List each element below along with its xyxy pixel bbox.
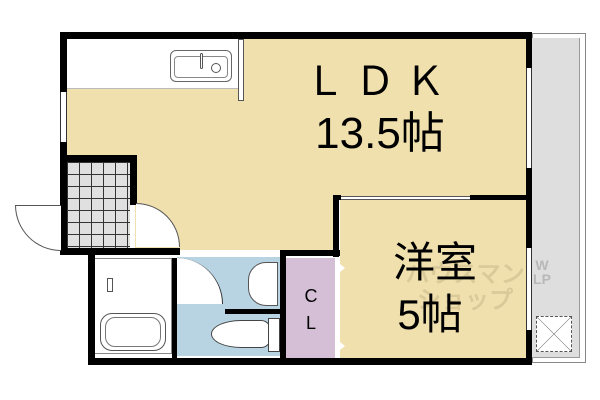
toilet-tank bbox=[268, 318, 280, 352]
wall-entry-top bbox=[60, 155, 137, 162]
wall-bath-left bbox=[88, 250, 95, 365]
wall-bath-right bbox=[172, 258, 177, 358]
aircon-outdoor-unit bbox=[536, 316, 572, 352]
faucet-icon bbox=[200, 53, 203, 69]
watermark-side-text: WLP bbox=[533, 257, 551, 287]
closet-door-lower[interactable] bbox=[335, 338, 345, 354]
wall-right-3 bbox=[526, 330, 532, 365]
entry-tile-floor bbox=[67, 162, 130, 248]
wall-right-1 bbox=[526, 32, 532, 68]
toilet-bowl bbox=[211, 320, 271, 348]
ldk-room-name: ＬＤＫ bbox=[305, 60, 455, 104]
wall-room-top bbox=[333, 195, 341, 200]
wall-right-2 bbox=[526, 168, 532, 248]
closet bbox=[286, 258, 335, 358]
wall-wash-toilet-divider bbox=[225, 309, 280, 314]
closet-label-line2: L bbox=[305, 313, 316, 333]
shower-faucet-icon bbox=[107, 278, 113, 292]
wall-closet-left bbox=[280, 252, 286, 360]
kitchen-partition bbox=[238, 39, 244, 101]
window-ldk-west[interactable] bbox=[60, 92, 67, 142]
drain-icon bbox=[211, 63, 221, 73]
western-room-size: 5帖 bbox=[397, 291, 463, 338]
window-room-east[interactable] bbox=[526, 248, 532, 330]
balcony-floor bbox=[532, 38, 580, 358]
western-room-name: 洋室 bbox=[392, 239, 477, 286]
sliding-door-room[interactable] bbox=[341, 196, 470, 200]
kitchen-sink bbox=[170, 50, 232, 82]
wall-closet-top bbox=[280, 250, 340, 256]
wall-entry-bottom bbox=[60, 248, 180, 255]
wash-basin bbox=[248, 262, 278, 306]
bathtub bbox=[100, 313, 166, 351]
wall-room-left bbox=[333, 195, 339, 257]
wall-entry-right bbox=[130, 155, 137, 205]
closet-door-upper[interactable] bbox=[335, 260, 345, 276]
wall-top bbox=[60, 32, 532, 39]
western-room-floor bbox=[340, 198, 526, 358]
window-ldk-east[interactable] bbox=[526, 68, 532, 168]
wall-room-top-right bbox=[470, 195, 532, 200]
entrance-door[interactable] bbox=[15, 205, 61, 251]
wall-bottom bbox=[88, 358, 532, 365]
ldk-room-size: 13.5帖 bbox=[315, 109, 445, 158]
closet-label-line1: C bbox=[304, 286, 318, 306]
wall-left-upper bbox=[60, 32, 67, 92]
wall-left-mid bbox=[60, 142, 67, 254]
watermark-text: ハウスマンショップ bbox=[405, 261, 525, 315]
